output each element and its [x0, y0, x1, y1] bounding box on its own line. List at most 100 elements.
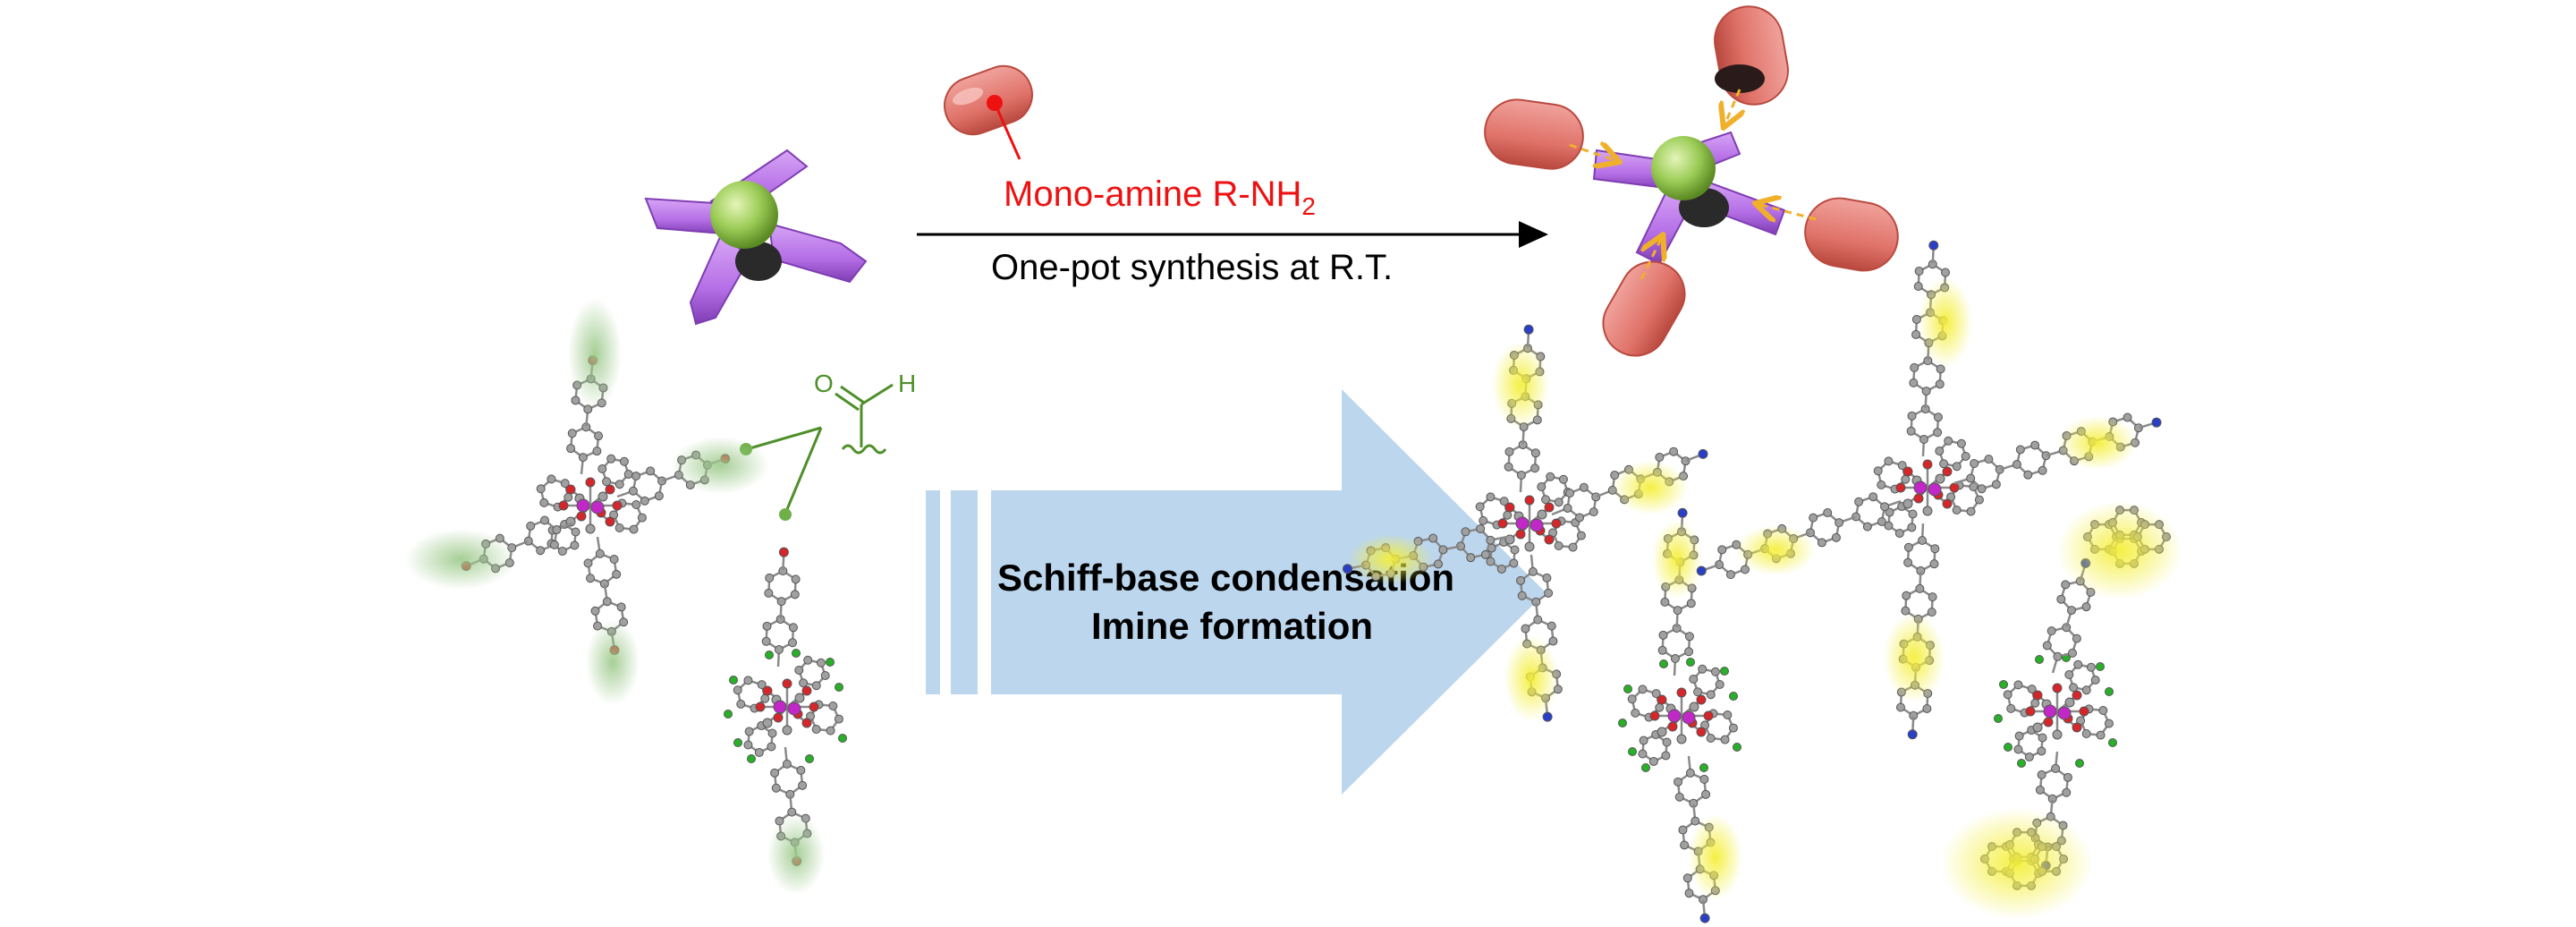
- atom: [1935, 379, 1945, 389]
- atom: [1503, 510, 1513, 520]
- atom: [612, 569, 622, 579]
- atom: [629, 524, 639, 534]
- atom: [1907, 729, 1918, 740]
- atom: [1530, 464, 1540, 473]
- atom: [1862, 522, 1872, 532]
- atom: [1681, 456, 1690, 466]
- atom: [1723, 710, 1733, 720]
- atom: [767, 728, 777, 738]
- atom: [1854, 497, 1864, 506]
- atom: [838, 734, 847, 743]
- atom: [762, 718, 773, 728]
- cap-halo: [1348, 534, 1434, 584]
- metal-core-shadow: [735, 242, 782, 281]
- atom: [1544, 502, 1555, 513]
- atom: [2027, 685, 2037, 694]
- atom: [1499, 497, 1509, 506]
- atom: [1806, 528, 1816, 538]
- aldehyde-group: O H: [740, 370, 916, 521]
- atom: [1720, 667, 1729, 676]
- atom: [583, 558, 593, 568]
- atom: [1524, 495, 1535, 506]
- atom: [787, 702, 801, 716]
- atom: [1701, 789, 1711, 799]
- atom: [2046, 626, 2056, 636]
- atom: [765, 651, 774, 659]
- atom: [1589, 507, 1598, 517]
- atom: [1901, 474, 1911, 484]
- atom: [828, 702, 838, 711]
- atom: [578, 453, 588, 463]
- atom: [1894, 528, 1904, 538]
- atom: [1914, 267, 1924, 276]
- atom: [826, 658, 835, 667]
- aldehyde-pointer-1: [746, 426, 822, 451]
- atom: [1696, 566, 1707, 576]
- atom: [1921, 387, 1931, 396]
- atom: [782, 725, 792, 736]
- atom: [1660, 597, 1670, 607]
- atom: [811, 724, 821, 734]
- atom: [614, 523, 624, 532]
- atom: [1546, 472, 1555, 481]
- product-cap-top: [1714, 5, 1789, 106]
- atom: [1696, 694, 1707, 705]
- atom: [1720, 735, 1730, 744]
- reagent-label: Mono-amine R-NH2: [1004, 174, 1316, 220]
- atom: [2081, 728, 2091, 738]
- atom: [539, 498, 549, 507]
- atom: [1901, 606, 1911, 616]
- atom: [1915, 583, 1925, 593]
- crystal-structures: [405, 240, 2182, 923]
- product-cap-left: [1484, 98, 1584, 170]
- atom: [792, 649, 801, 658]
- product-core-sphere: [1651, 136, 1716, 200]
- atom: [2096, 730, 2106, 740]
- atom: [1676, 687, 1687, 698]
- atom: [1928, 482, 1942, 497]
- atom: [773, 712, 784, 723]
- atom: [809, 702, 819, 712]
- atom: [1657, 694, 1667, 705]
- atom: [1682, 710, 1696, 725]
- atom: [2066, 606, 2076, 616]
- atom: [2023, 470, 2033, 480]
- atom: [1480, 549, 1490, 559]
- atom: [1667, 709, 1682, 723]
- atom: [1831, 532, 1841, 542]
- atom: [1715, 679, 1724, 689]
- atom: [1674, 792, 1684, 802]
- atom: [557, 546, 567, 556]
- atom: [590, 606, 600, 616]
- atom: [2012, 460, 2021, 470]
- guide-arrow-2: [1724, 89, 1740, 125]
- atom: [592, 446, 602, 456]
- atom: [1623, 685, 1632, 693]
- atom: [2123, 412, 2132, 422]
- atom: [1970, 458, 1979, 468]
- atom: [1690, 816, 1700, 826]
- atom: [595, 549, 605, 558]
- atom: [1706, 690, 1716, 700]
- atom: [1533, 615, 1543, 625]
- atom: [1999, 680, 2008, 689]
- atom: [764, 588, 774, 598]
- atom: [1974, 495, 1984, 505]
- metal-core-sphere: [710, 181, 778, 249]
- atom: [770, 768, 780, 778]
- atom: [729, 676, 738, 685]
- atom: [2096, 662, 2105, 671]
- atom: [799, 678, 809, 688]
- atom: [2108, 738, 2117, 747]
- atom: [1659, 659, 1668, 668]
- atom: [1698, 448, 1708, 459]
- atom: [801, 718, 812, 728]
- atom: [570, 540, 580, 550]
- atom: [585, 477, 596, 488]
- atom: [1684, 647, 1694, 657]
- atom: [1809, 513, 1818, 523]
- process-label-2: Imine formation: [1091, 605, 1373, 647]
- atom: [1515, 529, 1526, 540]
- product-cap-bottom: [1602, 260, 1686, 357]
- atom: [1476, 523, 1486, 533]
